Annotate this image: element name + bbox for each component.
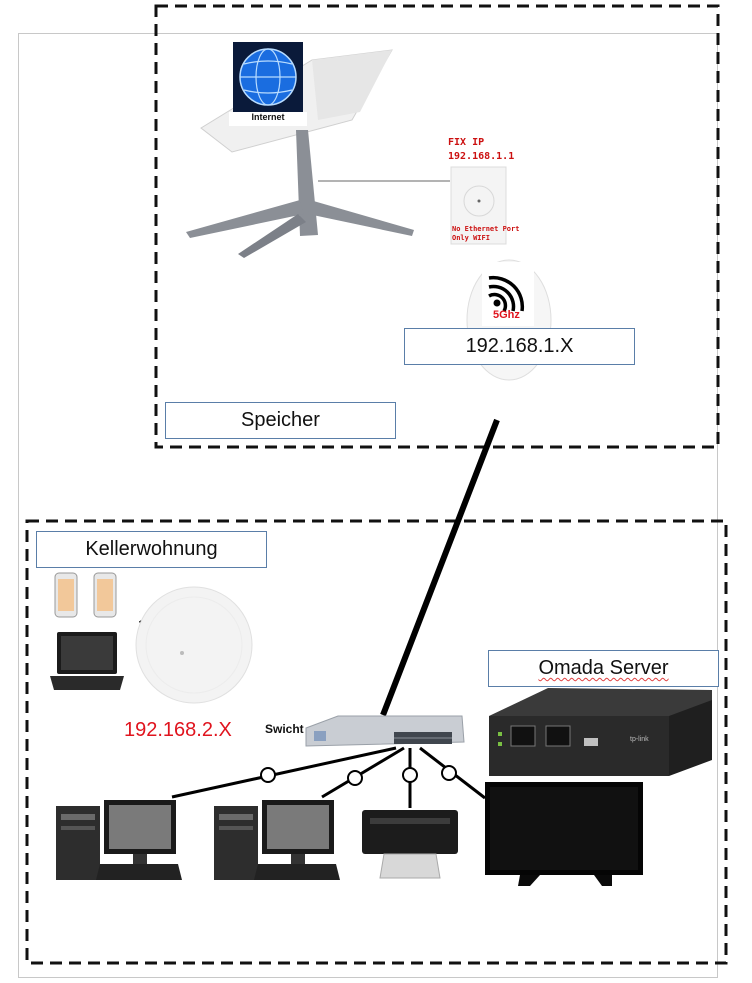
monitor-icon bbox=[485, 782, 643, 886]
basement-zone-border bbox=[25, 519, 728, 965]
basement-access-point-icon bbox=[135, 586, 253, 704]
cable-ferrite-icons bbox=[260, 765, 457, 786]
router-note-line-1: No Ethernet Port bbox=[452, 225, 520, 233]
printer-icon bbox=[362, 810, 458, 879]
router-ip-label: 192.168.1.1 bbox=[448, 151, 515, 162]
basement-zone-label: Kellerwohnung bbox=[36, 531, 267, 568]
internet-caption: Internet bbox=[251, 112, 285, 122]
attic-zone-border bbox=[154, 4, 720, 449]
smartphone-icon-2 bbox=[93, 572, 117, 618]
wifi-icon bbox=[488, 275, 525, 312]
omada-server-label-box: Omada Server bbox=[488, 650, 719, 687]
omada-server-label: Omada Server bbox=[538, 657, 669, 679]
desktop-computer-icon bbox=[56, 800, 182, 880]
switch-label: Swicht bbox=[265, 722, 304, 736]
starlink-router-icon bbox=[450, 166, 507, 245]
desktop-computer-icon-2 bbox=[214, 800, 340, 880]
omada-brand-label: tp-link bbox=[630, 736, 649, 743]
lan-cables bbox=[171, 746, 486, 808]
band-label: 5Ghz bbox=[493, 309, 520, 321]
page-frame bbox=[18, 33, 718, 978]
satellite-dish-icon bbox=[186, 49, 450, 258]
laptop-icon bbox=[50, 632, 124, 690]
smartphone-icon bbox=[54, 572, 78, 618]
globe-icon bbox=[229, 42, 307, 126]
network-switch-icon bbox=[305, 715, 465, 747]
attic-zone-label: Speicher bbox=[165, 402, 396, 439]
uplink-cable bbox=[380, 418, 500, 717]
router-fixed-ip-label: FIX IP bbox=[448, 137, 485, 148]
attic-ap-ip-box: 192.168.1.X bbox=[404, 328, 635, 365]
router-note-line-2: Only WIFI bbox=[452, 234, 490, 242]
basement-ap-ip-label: 192.168.2.X bbox=[124, 719, 232, 741]
omada-controller-icon bbox=[489, 688, 712, 776]
